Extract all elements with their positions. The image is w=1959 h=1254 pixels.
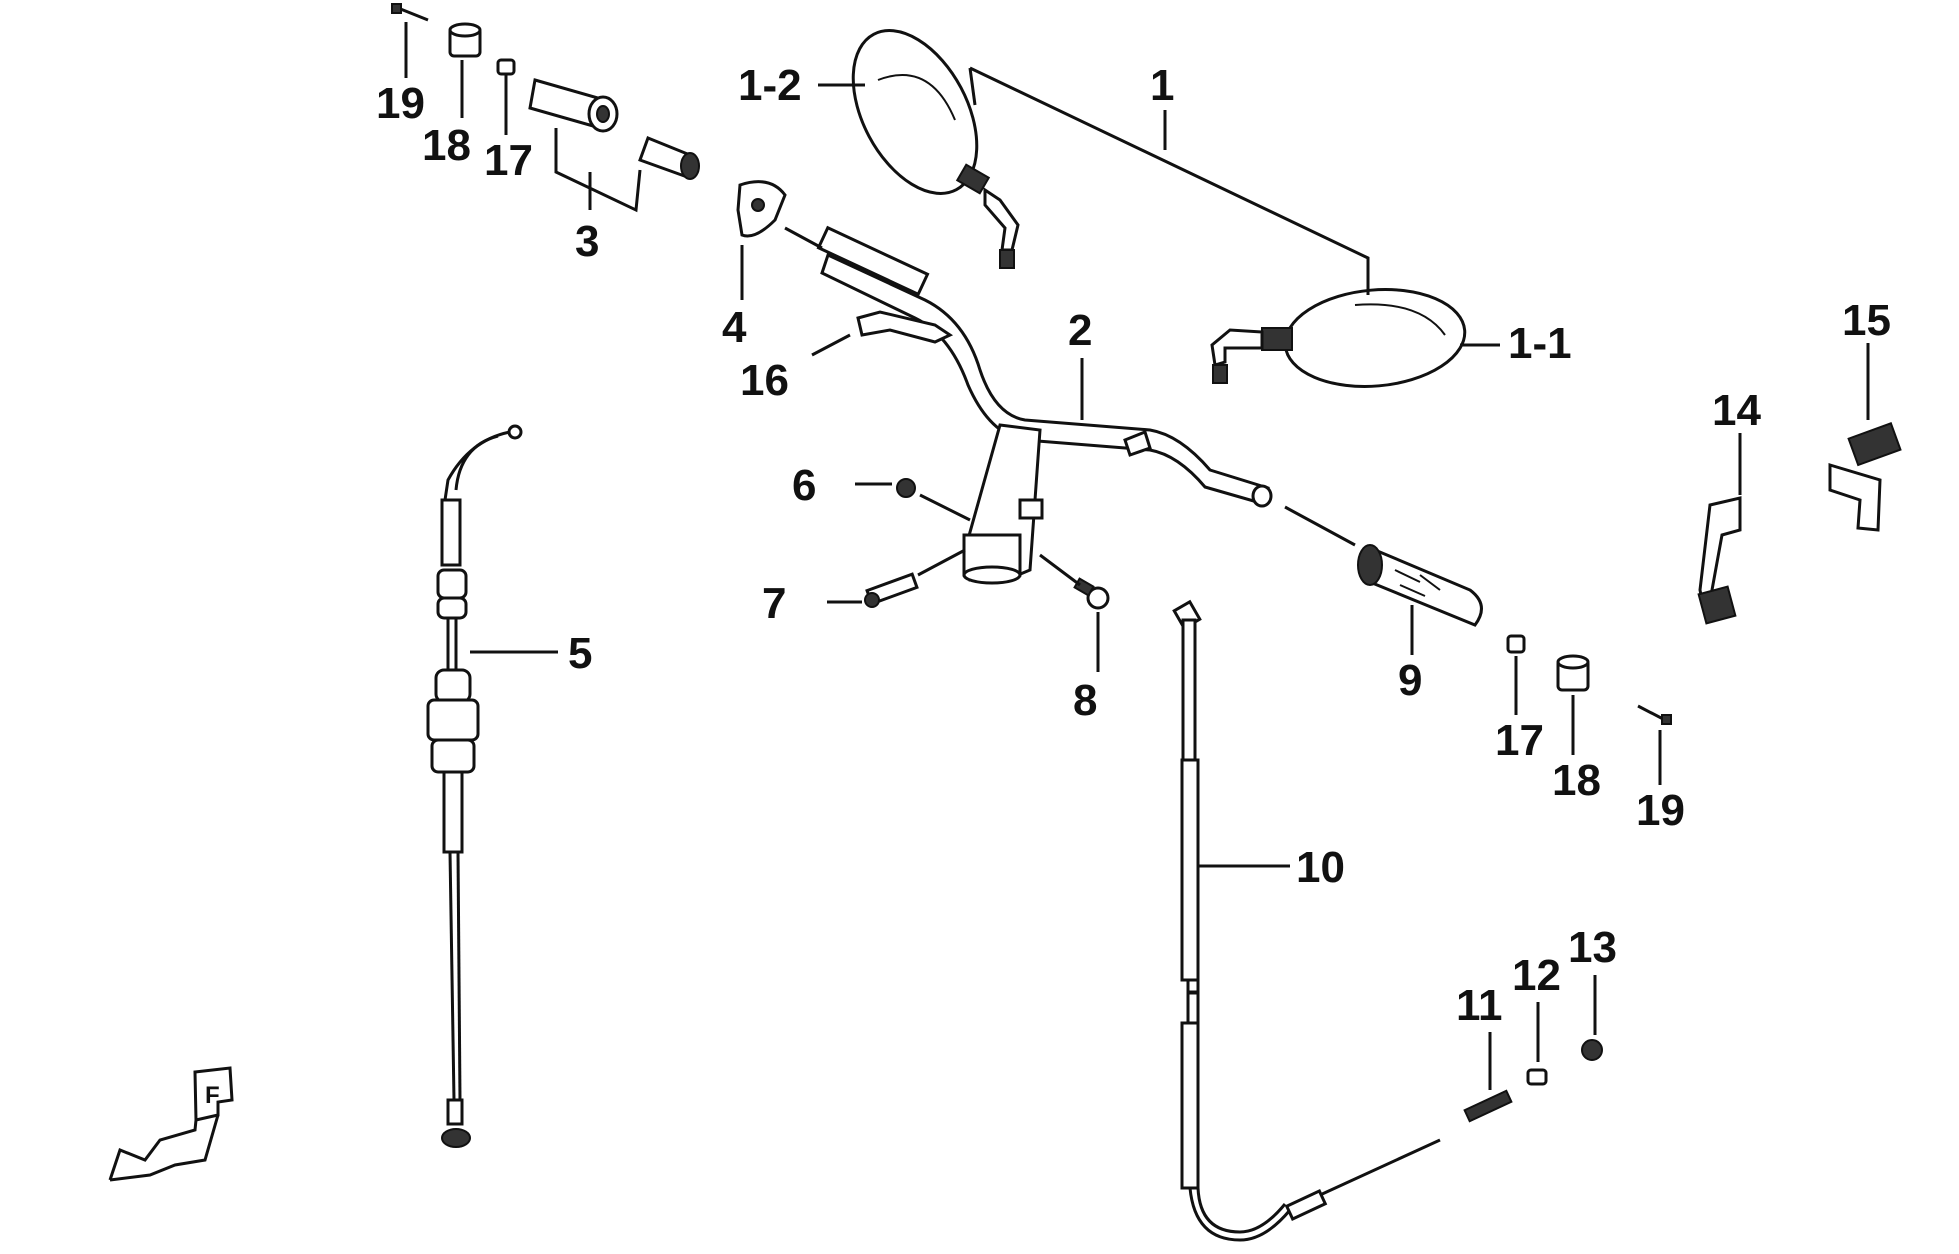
grip-end-set-right <box>1506 634 1672 725</box>
callout-15: 15 <box>1842 296 1891 345</box>
callout-6: 6 <box>792 461 816 510</box>
grip-end-set-left <box>391 3 516 76</box>
callout-16: 16 <box>740 356 789 405</box>
assembly-dash-lines <box>784 226 1356 587</box>
nut-6 <box>896 478 916 498</box>
callout-18-left: 18 <box>422 121 471 170</box>
throttle-grip-assy <box>528 78 700 180</box>
callout-10: 10 <box>1296 843 1345 892</box>
callout-1-2: 1-2 <box>738 61 802 110</box>
callout-3: 3 <box>575 217 599 266</box>
callout-14: 14 <box>1712 386 1761 435</box>
collar-12 <box>1526 1068 1548 1086</box>
callout-19-left: 19 <box>376 79 425 128</box>
throttle-cable <box>426 424 523 1148</box>
front-marker-letter: F <box>205 1082 220 1109</box>
switch-housing <box>736 180 787 238</box>
callout-1-bracket <box>968 66 1370 295</box>
handle-grip-right <box>1357 544 1483 627</box>
callout-17-left: 17 <box>484 136 533 185</box>
callout-2: 2 <box>1068 306 1092 355</box>
callout-11: 11 <box>1456 981 1503 1030</box>
callout-7: 7 <box>762 579 786 628</box>
callout-labels: 19 18 17 3 4 16 1-2 1 2 1-1 6 7 8 9 17 1… <box>376 61 1891 1030</box>
bolt-7 <box>864 572 919 608</box>
callout-9: 9 <box>1398 656 1422 705</box>
handlebar <box>816 225 1273 585</box>
callout-19-right: 19 <box>1636 786 1685 835</box>
lever-14 <box>1697 496 1742 625</box>
mount-bracket <box>856 310 954 344</box>
nut-13 <box>1581 1039 1603 1061</box>
callout-4: 4 <box>722 303 747 352</box>
mirror-right <box>1210 288 1467 388</box>
callout-1-1: 1-1 <box>1508 319 1572 368</box>
lever-15 <box>1828 422 1902 532</box>
brake-cable <box>1172 599 1441 1242</box>
callout-5: 5 <box>568 629 592 678</box>
callout-17-right: 17 <box>1495 716 1544 765</box>
callout-1: 1 <box>1150 61 1174 110</box>
leader-lines <box>404 22 1870 1090</box>
callout-12: 12 <box>1512 951 1561 1000</box>
callout-8: 8 <box>1073 676 1097 725</box>
callout-13: 13 <box>1568 923 1617 972</box>
front-direction-marker: F <box>108 1066 234 1182</box>
callout-18-right: 18 <box>1552 756 1601 805</box>
bolt-8 <box>1073 577 1110 610</box>
mirror-left <box>851 29 1020 269</box>
spring-11 <box>1463 1089 1513 1123</box>
